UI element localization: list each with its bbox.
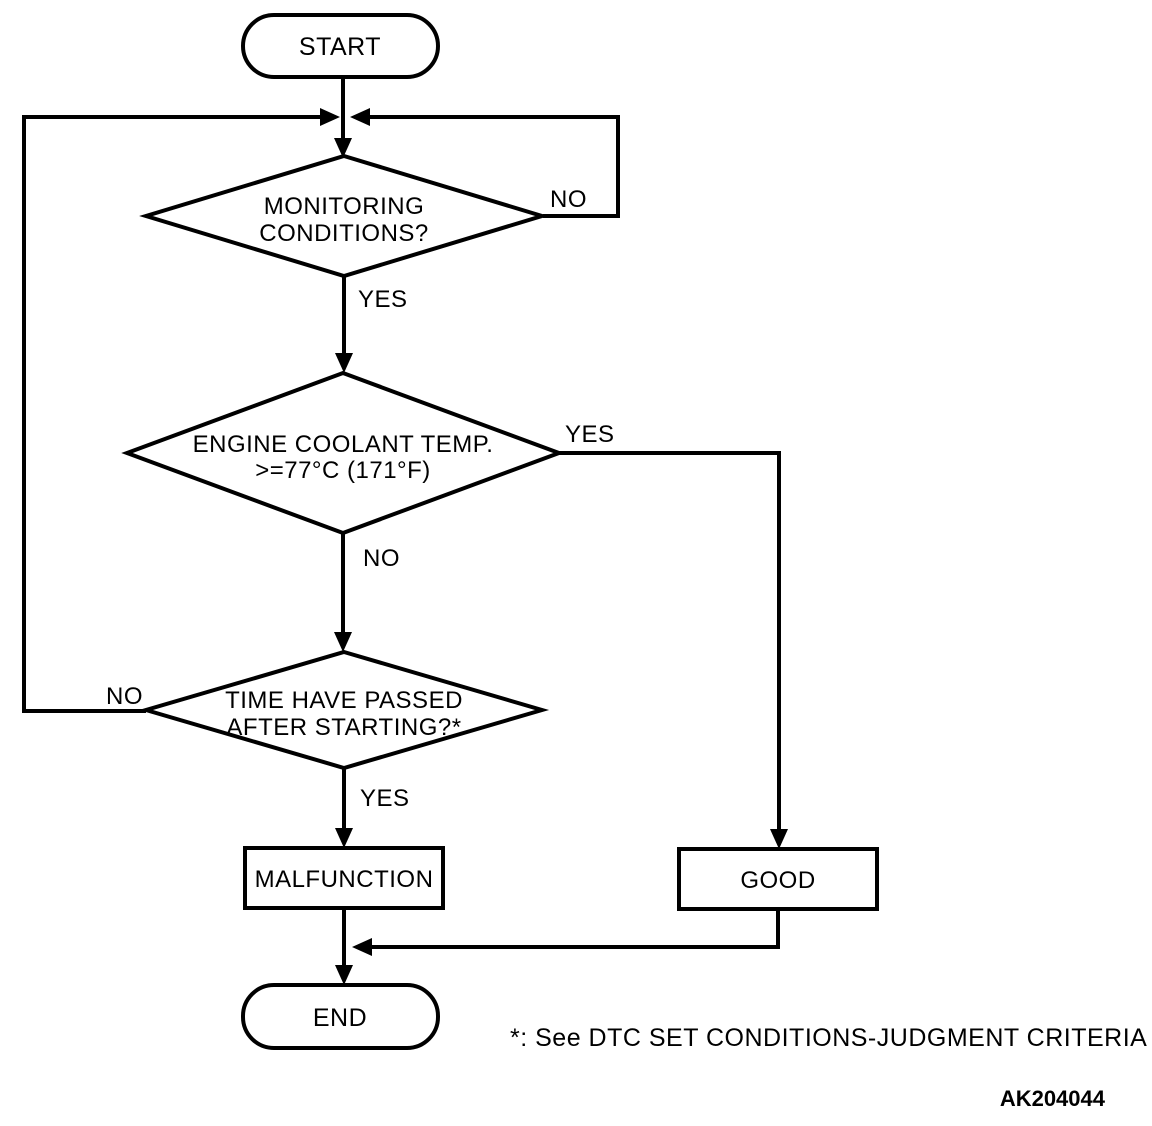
- malfunction-node: [243, 846, 445, 910]
- engine-coolant-temp-node: [121, 370, 565, 536]
- footnote-text: *: See DTC SET CONDITIONS-JUDGMENT CRITE…: [510, 1024, 1147, 1052]
- monitoring-yes-label: YES: [358, 286, 408, 313]
- malfunction-label: MALFUNCTION: [255, 866, 434, 893]
- arrowhead-left-loop-into-junction: [320, 108, 340, 126]
- monitoring-conditions-node: [139, 153, 549, 279]
- nodes-group: START MONITORING CONDITIONS? ENGINE COOL…: [121, 13, 879, 1050]
- edge-monitoring-no-loop: [368, 115, 620, 218]
- time-passed-line2: AFTER STARTING?*: [226, 714, 461, 741]
- start-node: [241, 13, 440, 79]
- arrowhead-into-time: [334, 632, 352, 652]
- edge-good-join: [372, 909, 780, 949]
- good-node: [677, 847, 879, 911]
- monitoring-conditions-line1: MONITORING: [264, 193, 425, 220]
- arrowhead-good-join: [352, 938, 372, 956]
- monitoring-no-label: NO: [550, 186, 587, 213]
- good-label: GOOD: [740, 867, 815, 894]
- end-node: [241, 983, 440, 1050]
- start-label: START: [299, 33, 381, 61]
- edges-group: [22, 77, 788, 985]
- time-yes-label: YES: [360, 785, 410, 812]
- arrowhead-into-monitoring: [334, 138, 352, 158]
- arrowhead-right-loop-into-junction: [350, 108, 370, 126]
- coolant-no-label: NO: [363, 545, 400, 572]
- monitoring-conditions-line2: CONDITIONS?: [259, 220, 429, 247]
- arrowhead-into-coolant: [335, 353, 353, 373]
- end-label: END: [313, 1004, 367, 1032]
- arrowhead-into-good: [770, 829, 788, 849]
- engine-coolant-temp-line2: >=77°C (171°F): [255, 457, 431, 484]
- annotations-group: *: See DTC SET CONDITIONS-JUDGMENT CRITE…: [510, 1024, 1147, 1111]
- arrowhead-into-malfunction: [335, 828, 353, 848]
- edge-coolant-yes-to-good: [559, 451, 781, 842]
- edge-time-no-loop: [22, 115, 322, 713]
- edge-labels-group: NO YES YES NO NO YES: [106, 186, 615, 812]
- time-passed-line1: TIME HAVE PASSED: [225, 687, 463, 714]
- engine-coolant-temp-line1: ENGINE COOLANT TEMP.: [193, 431, 494, 458]
- time-no-label: NO: [106, 683, 143, 710]
- time-passed-node: [138, 649, 550, 771]
- arrowhead-into-end: [335, 965, 353, 985]
- figure-code: AK204044: [1000, 1086, 1106, 1111]
- coolant-yes-label: YES: [565, 421, 615, 448]
